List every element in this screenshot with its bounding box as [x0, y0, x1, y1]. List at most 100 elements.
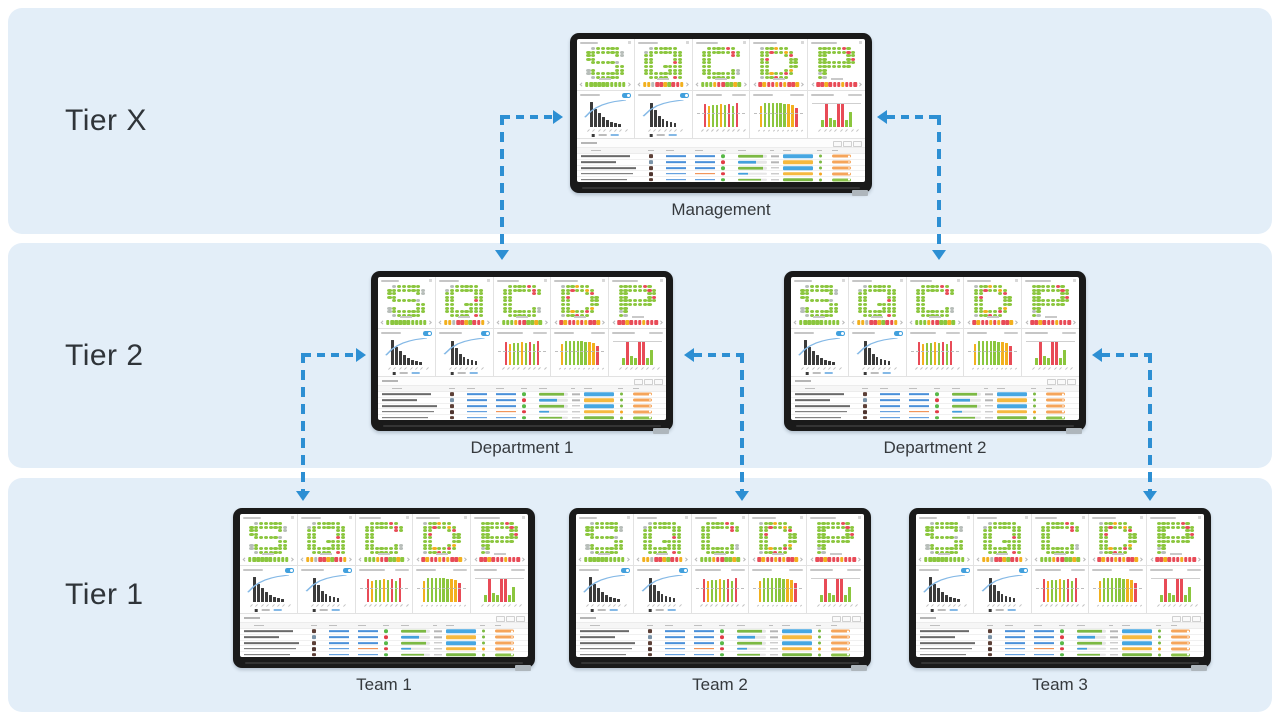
status-tile [614, 539, 619, 544]
status-button [583, 404, 615, 408]
status-tile [850, 540, 854, 543]
status-tile [615, 61, 620, 65]
chevron-left-icon [752, 557, 757, 562]
history-tile [414, 319, 419, 325]
history-tile [944, 556, 949, 562]
status-tile [668, 68, 673, 72]
bar [656, 591, 660, 602]
tag-pill [1170, 641, 1190, 645]
bar [1001, 342, 1005, 365]
status-tile [831, 547, 835, 550]
progress-bar [539, 416, 569, 419]
status-tile [821, 522, 826, 526]
status-tile [1041, 547, 1046, 551]
status-tile [988, 536, 993, 540]
status-tile [278, 539, 283, 544]
table-column-headers [916, 623, 1204, 629]
status-tile [401, 285, 407, 289]
start-date-placeholder [666, 161, 687, 164]
status-fail-icon [1060, 635, 1064, 639]
status-tile [835, 536, 841, 540]
history-tile [601, 81, 606, 87]
history-tile [791, 81, 795, 87]
status-tile [706, 57, 712, 61]
history-tile [306, 556, 310, 562]
status-tile [810, 313, 815, 317]
chart-panel-3 [693, 91, 751, 138]
reference-line [1093, 588, 1143, 589]
status-tile [817, 72, 822, 76]
status-tile [336, 522, 341, 526]
tag-pill [494, 647, 514, 651]
due-date-placeholder [358, 642, 379, 644]
status-tile [633, 310, 637, 313]
status-tile [959, 543, 964, 547]
history-tile [663, 81, 667, 87]
history-tile [647, 81, 651, 87]
status-tile [517, 292, 521, 295]
letter-panel-d [964, 277, 1023, 328]
bar [1168, 592, 1171, 602]
status-tile [1031, 288, 1036, 292]
status-tile [505, 547, 509, 550]
status-tile [615, 75, 620, 79]
status-tile [575, 313, 580, 317]
status-tile [495, 547, 499, 550]
status-tile [926, 299, 930, 302]
history-tile [839, 556, 844, 562]
progress-bar [539, 398, 569, 402]
action-table [577, 139, 865, 182]
status-tile [993, 536, 997, 539]
task-text-placeholder [920, 647, 973, 650]
priority-dot [481, 647, 485, 651]
history-tile [613, 81, 618, 87]
status-tile [846, 47, 851, 51]
status-tile [841, 61, 846, 65]
bar [626, 340, 629, 365]
status-tile [610, 75, 615, 79]
status-fail-icon [935, 398, 939, 402]
status-button [782, 166, 814, 170]
status-tile [460, 292, 464, 295]
x-axis-ticks [982, 604, 1027, 608]
letter-panel-q [634, 514, 692, 565]
sqcdp-letter-row [916, 514, 1204, 566]
status-tile [1036, 313, 1041, 317]
status-tile [822, 64, 827, 69]
history-tile [252, 556, 256, 562]
status-tile [614, 543, 619, 547]
status-tile [416, 302, 421, 307]
status-tile [336, 539, 341, 544]
status-tile [1103, 550, 1108, 554]
tag-pill-dot [649, 393, 651, 396]
status-tile [422, 522, 428, 526]
status-tile [676, 532, 682, 536]
panel-title-placeholder [851, 279, 872, 282]
bar [572, 341, 576, 365]
status-tile [618, 302, 623, 307]
status-button [996, 415, 1028, 420]
status-tile [705, 539, 711, 544]
status-tile [789, 76, 793, 79]
status-tile [421, 310, 426, 314]
status-tile [1098, 532, 1104, 536]
monitor-frame [784, 271, 1086, 434]
status-tile [442, 536, 446, 539]
history-tile [729, 81, 733, 87]
status-tile [1060, 292, 1065, 296]
status-tile [452, 522, 456, 525]
status-tile [478, 313, 484, 317]
status-tile [973, 288, 979, 292]
due-date-placeholder [358, 630, 379, 633]
history-tile [770, 81, 775, 87]
chart-panel-2 [635, 91, 693, 138]
status-tile [394, 536, 398, 539]
chevron-left-icon [753, 82, 758, 87]
status-tile [926, 292, 930, 295]
bar [985, 341, 989, 365]
status-tile [827, 72, 831, 75]
monitor-frame [569, 508, 871, 671]
status-tile [1050, 285, 1056, 289]
status-tile [642, 299, 647, 303]
priority-dot [818, 166, 822, 170]
